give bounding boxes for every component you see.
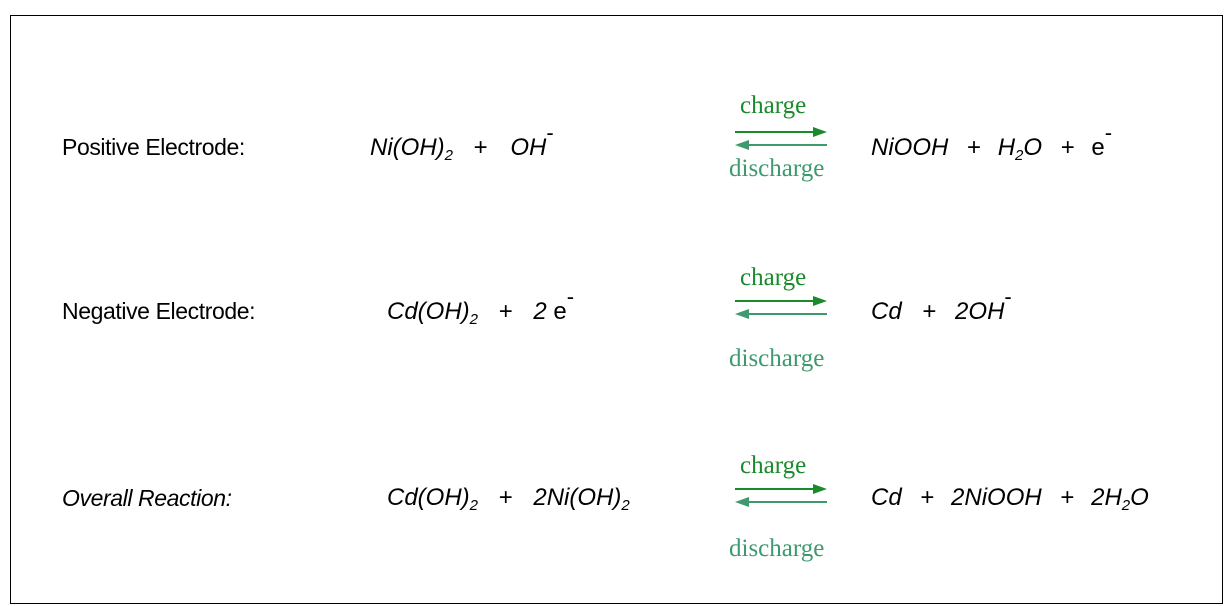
formula-hydroxide: 2OH- — [955, 284, 1012, 326]
plus-sign: + — [920, 484, 935, 511]
equilibrium-arrows-3 — [735, 484, 827, 507]
formula-cadmium: Cd — [871, 484, 902, 511]
formula-2nioh2: 2Ni(OH)2 — [533, 484, 630, 514]
label-positive-electrode: Positive Electrode: — [62, 134, 245, 160]
formula-water: H2O — [997, 134, 1043, 164]
formula-hydroxide: OH- — [510, 120, 554, 162]
electron: e- — [553, 284, 575, 326]
reactants-positive: Ni(OH)2 + OH- — [370, 120, 554, 164]
charge-label-2: charge — [740, 264, 807, 291]
formula-2niooh: 2NiOOH — [951, 484, 1042, 511]
products-overall: Cd + 2NiOOH + 2H2O — [871, 484, 1149, 514]
formula-niooh: NiOOH — [871, 134, 949, 161]
reactants-overall: Cd(OH)2 + 2Ni(OH)2 — [387, 484, 630, 514]
diagram-frame — [10, 15, 1223, 604]
plus-sign: + — [473, 134, 488, 161]
formula-nioh2: Ni(OH)2 — [370, 134, 453, 164]
equilibrium-arrows-1 — [735, 127, 827, 150]
formula-2water: 2H2O — [1091, 484, 1149, 514]
discharge-label-2: discharge — [729, 345, 825, 372]
plus-sign: + — [498, 298, 513, 325]
electron-coefficient: 2 — [533, 298, 547, 325]
electron: e- — [1091, 120, 1113, 162]
label-overall-reaction: Overall Reaction: — [62, 485, 232, 511]
products-positive: NiOOH + H2O + e- — [871, 120, 1113, 164]
formula-cdoh2: Cd(OH)2 — [387, 298, 479, 328]
charge-label-1: charge — [740, 92, 807, 119]
formula-cadmium: Cd — [871, 298, 902, 325]
discharge-label-3: discharge — [729, 535, 825, 562]
formula-cdoh2: Cd(OH)2 — [387, 484, 479, 514]
plus-sign: + — [1060, 484, 1075, 511]
plus-sign: + — [498, 484, 513, 511]
charge-label-3: charge — [740, 452, 807, 479]
plus-sign: + — [967, 134, 982, 161]
plus-sign: + — [922, 298, 937, 325]
products-negative: Cd + 2OH- — [871, 284, 1012, 326]
plus-sign: + — [1060, 134, 1075, 161]
reactants-negative: Cd(OH)2 + 2 e- — [387, 284, 575, 328]
discharge-label-1: discharge — [729, 155, 825, 182]
equilibrium-arrows-2 — [735, 296, 827, 319]
label-negative-electrode: Negative Electrode: — [62, 298, 256, 324]
